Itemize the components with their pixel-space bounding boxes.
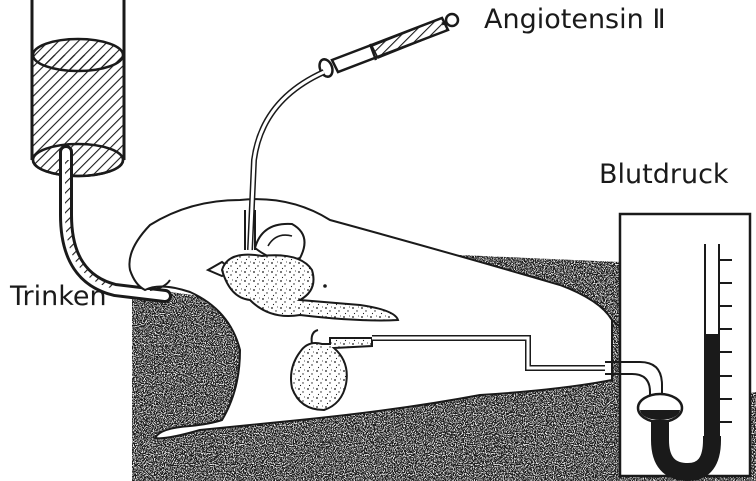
manometer bbox=[605, 214, 750, 476]
angiotensin-label: Angiotensin Ⅱ bbox=[484, 6, 666, 33]
drinking-label: Trinken bbox=[10, 283, 107, 310]
blood-pressure-label: Blutdruck bbox=[599, 161, 729, 188]
